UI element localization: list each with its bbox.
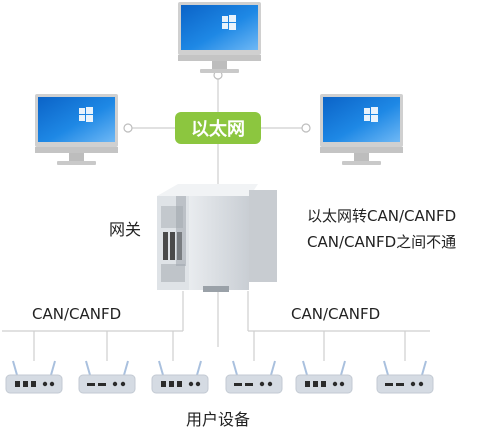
user-device-3: [151, 360, 209, 394]
computer-left: [35, 94, 118, 165]
description-line-2: CAN/CANFD之间不通: [307, 233, 457, 251]
user-device-5: [295, 360, 353, 394]
gateway-label: 网关: [109, 220, 142, 239]
can-bus-lines: [2, 291, 430, 361]
ethernet-label: 以太网: [191, 119, 245, 140]
user-device-4: [225, 360, 283, 394]
ethernet-badge: 以太网: [175, 112, 261, 144]
ethernet-lines: [129, 76, 305, 186]
user-device-2: [78, 360, 136, 394]
user-device-6: [376, 360, 434, 394]
user-devices-label: 用户设备: [186, 410, 251, 429]
user-device-1: [5, 360, 63, 394]
can-bus-label-left: CAN/CANFD: [32, 305, 122, 323]
description-line-1: 以太网转CAN/CANFD: [307, 207, 457, 225]
can-bus-label-right: CAN/CANFD: [291, 305, 381, 323]
computer-right: [320, 94, 403, 165]
gateway-device: [157, 184, 277, 292]
computer-top: [178, 2, 261, 73]
